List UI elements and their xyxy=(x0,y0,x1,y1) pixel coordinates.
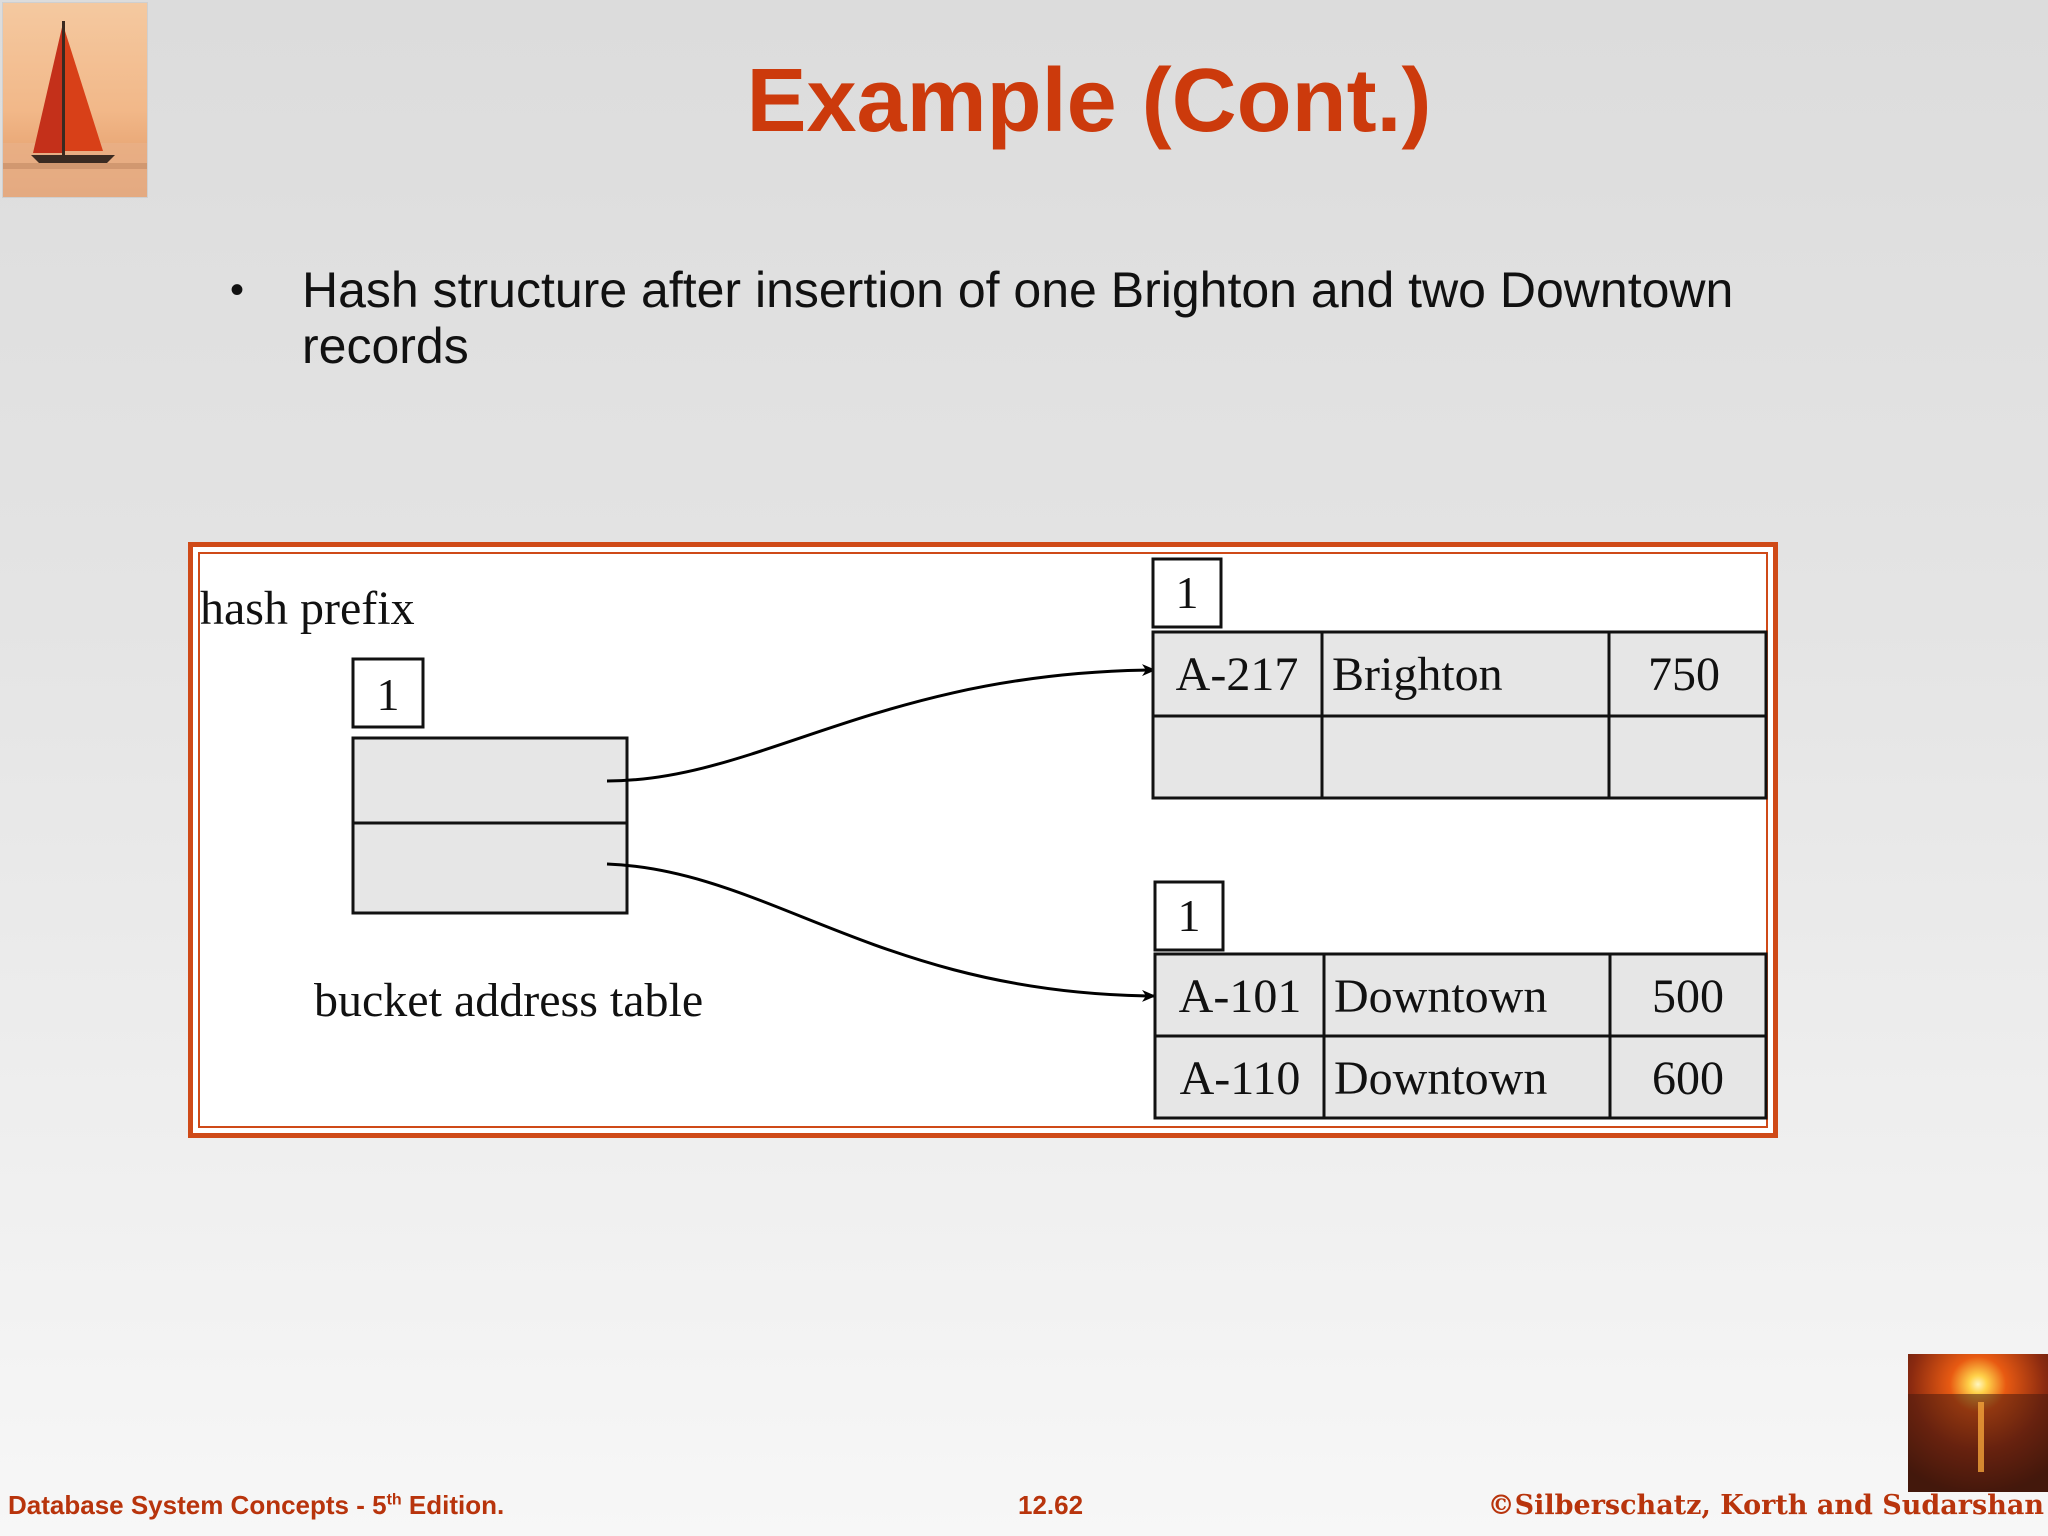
pointer-arrow-1 xyxy=(606,862,1156,1002)
bucket-0: 1 A-217 Brighton 750 xyxy=(1151,557,1768,800)
bucket-1-row-1 xyxy=(1153,1034,1768,1120)
bucket-1-row-1-balance: 600 xyxy=(1652,1052,1724,1105)
hash-prefix-value: 1 xyxy=(377,669,400,720)
bullet-text: Hash structure after insertion of one Br… xyxy=(302,262,1734,374)
bucket-1-row-1-branch: Downtown xyxy=(1334,1052,1547,1105)
bucket-0-row-0-account: A-217 xyxy=(1176,648,1299,701)
bucket-0-row-0-balance: 750 xyxy=(1648,648,1720,701)
sailboat-logo xyxy=(2,2,148,198)
bucket-1-row-1-account: A-110 xyxy=(1180,1052,1301,1105)
bucket-1-row-0-branch: Downtown xyxy=(1334,970,1547,1023)
footer-copyright: ©Silberschatz, Korth and Sudarshan xyxy=(1487,1490,2044,1521)
bucket-1-depth: 1 xyxy=(1178,890,1201,941)
bucket-1-row-0-balance: 500 xyxy=(1652,970,1724,1023)
bucket-1-depth-box xyxy=(1153,880,1225,952)
hash-prefix-label: hash prefix xyxy=(200,582,415,635)
bucket-0-depth-box xyxy=(1151,557,1223,629)
bucket-0-row-0-branch: Brighton xyxy=(1332,648,1503,701)
sunset-image xyxy=(1908,1354,2048,1492)
bucket-1: 1 A-101 Downtown 500 A-110 Downtown 600 xyxy=(1153,880,1768,1120)
bucket-0-row-0 xyxy=(1151,630,1768,718)
slide-title: Example (Cont.) xyxy=(746,51,1432,151)
hash-prefix-box xyxy=(351,657,425,729)
bucket-address-entry-0 xyxy=(351,736,629,825)
bucket-address-entry-1 xyxy=(351,821,629,915)
footer-page-number: 12.62 xyxy=(1018,1490,1084,1520)
bucket-address-table-label: bucket address table xyxy=(314,974,703,1027)
bucket-1-row-0-account: A-101 xyxy=(1179,970,1302,1023)
bucket-0-row-1 xyxy=(1151,714,1768,800)
pointer-arrow-0 xyxy=(606,664,1156,783)
hash-diagram: hash prefix 1 bucket address table 1 A-2… xyxy=(200,557,1768,1120)
hash-structure-figure: hash prefix 1 bucket address table 1 A-2… xyxy=(188,542,1778,1138)
bullet-icon: • xyxy=(230,268,245,312)
bucket-0-depth: 1 xyxy=(1176,567,1199,618)
footer-book-title: Database System Concepts - 5th Edition. xyxy=(8,1490,505,1520)
